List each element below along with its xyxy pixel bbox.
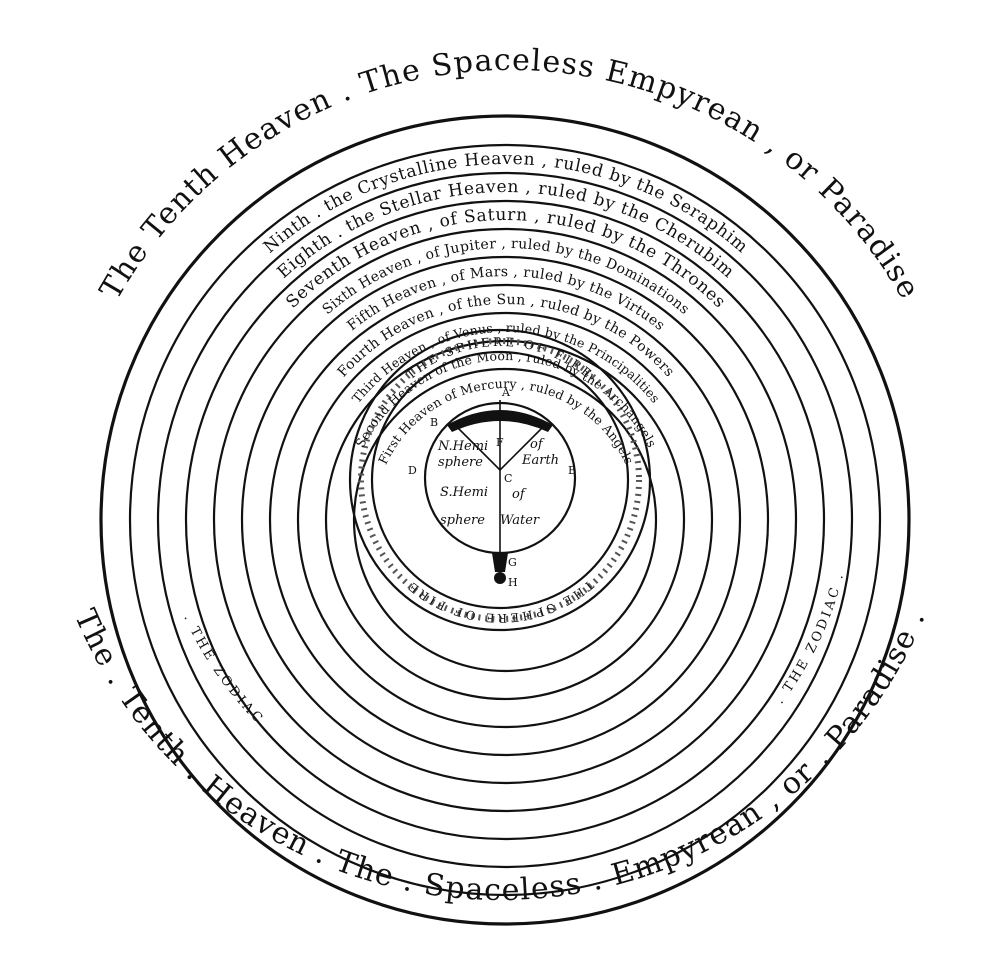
fire-inner-ring bbox=[370, 350, 630, 610]
heaven-rings bbox=[99, 114, 911, 926]
ring-5 bbox=[240, 255, 770, 785]
fire-label-bottom: THE SPHERE OF FIRE bbox=[404, 578, 597, 625]
ring-6 bbox=[212, 227, 798, 813]
of-earth-line2: Earth bbox=[521, 453, 559, 468]
point-b: B bbox=[430, 416, 438, 429]
ring-1 bbox=[352, 367, 658, 673]
zodiac-labels: . THE ZODIAC . . THE ZODIAC . bbox=[180, 570, 844, 738]
south-bulb bbox=[494, 572, 506, 584]
line-e-c bbox=[499, 424, 546, 471]
n-hemisphere-line2: sphere bbox=[438, 455, 483, 470]
point-e: E bbox=[568, 464, 576, 477]
of-water-line2: Water bbox=[500, 513, 540, 528]
point-d: D bbox=[408, 464, 417, 477]
point-g: G bbox=[508, 556, 517, 569]
earth-globe: N.Hemi sphere of Earth S.Hemi sphere of … bbox=[408, 386, 577, 589]
south-stem bbox=[492, 553, 508, 572]
outer-ring bbox=[99, 114, 911, 926]
heaven-labels: Ninth . the Crystalline Heaven , ruled b… bbox=[260, 149, 751, 467]
s-hemisphere-line2: sphere bbox=[440, 513, 485, 528]
point-h: H bbox=[508, 576, 518, 589]
point-c: C bbox=[504, 472, 512, 485]
ring-8 bbox=[156, 171, 854, 869]
ring-3 bbox=[296, 311, 714, 729]
n-hemisphere-line1: N.Hemi bbox=[437, 439, 488, 454]
ring-9 bbox=[128, 143, 882, 897]
of-water-line1: of bbox=[512, 487, 527, 502]
fire-outer-ring bbox=[348, 328, 652, 632]
line-b-c bbox=[454, 424, 501, 471]
of-earth-line1: of bbox=[530, 437, 545, 452]
ring-7 bbox=[184, 199, 826, 841]
point-a: A bbox=[501, 386, 511, 399]
s-hemisphere-line1: S.Hemi bbox=[440, 485, 488, 500]
ring-4 bbox=[268, 283, 742, 757]
point-f: F bbox=[496, 436, 504, 449]
fire-flames bbox=[358, 338, 642, 622]
